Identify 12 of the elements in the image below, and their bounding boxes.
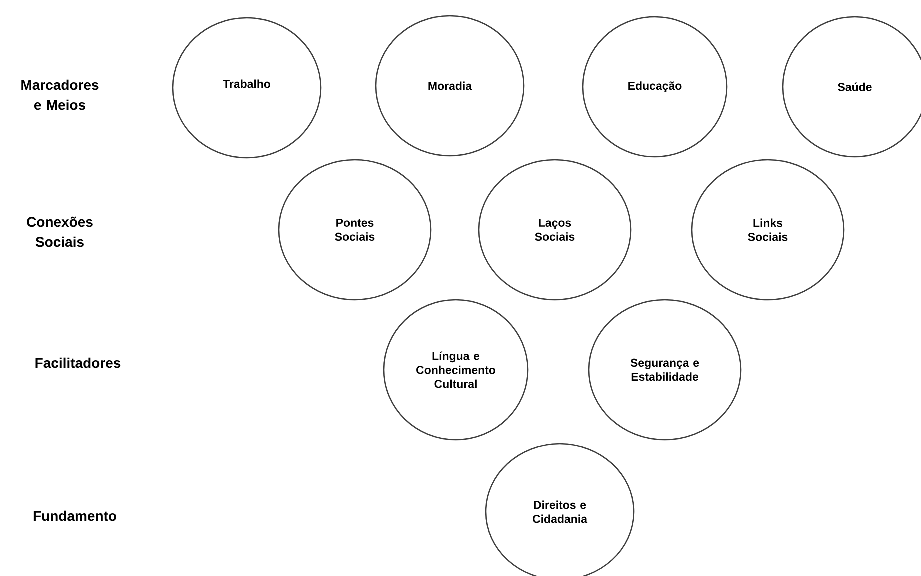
row-label: Fundamento bbox=[34, 510, 116, 522]
circle-node: Segurança e Estabilidade bbox=[588, 299, 742, 441]
circle-node: Laços Sociais bbox=[478, 159, 632, 301]
circle-node: Educação bbox=[582, 16, 728, 158]
row-label: Facilitadores bbox=[36, 358, 121, 368]
circle-node: Links Sociais bbox=[691, 159, 845, 301]
circle-node: Moradia bbox=[375, 15, 525, 157]
circle-node: Pontes Sociais bbox=[278, 159, 432, 301]
row-label: Marcadores e Meios bbox=[22, 80, 99, 110]
circle-node: Língua e Conhecimento Cultural bbox=[383, 299, 529, 441]
row-label: Conexões Sociais bbox=[27, 216, 93, 248]
circle-node: Trabalho bbox=[172, 17, 322, 159]
